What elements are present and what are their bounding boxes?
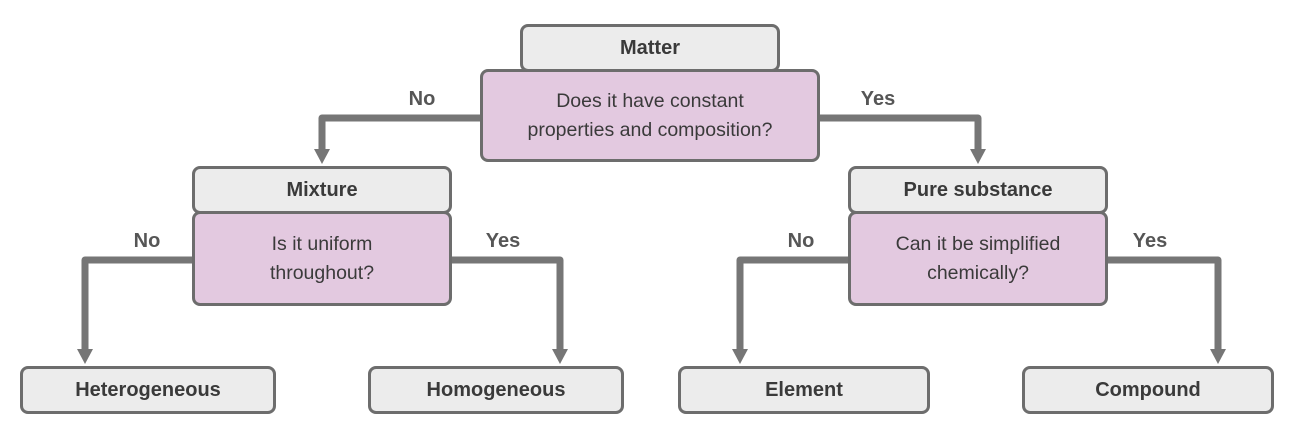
node-compound-label: Compound [1095,378,1201,401]
question-line: throughout? [269,261,375,284]
node-element: Element [678,366,930,414]
question-line: Does it have constant [556,90,744,113]
connector-no-to-mixture [314,114,480,164]
connector-no-to-heterogeneous [77,256,192,364]
branch-label-q1-yes: Yes [860,88,896,110]
node-element-label: Element [765,378,843,401]
node-homogeneous-label: Homogeneous [426,378,566,401]
question-line: chemically? [927,261,1029,284]
connector-yes-to-compound [1108,256,1226,364]
connector-yes-to-pure-substance [820,114,986,164]
question-text: Is it uniform throughout? [270,230,374,287]
node-mixture-label: Mixture [286,178,358,201]
question-text: Does it have constant properties and com… [528,87,773,144]
branch-label-q3-no: No [787,230,815,252]
node-matter: Matter [520,24,780,72]
question-text: Can it be simplified chemically? [896,230,1061,287]
connector-no-to-element [732,256,848,364]
connector-yes-to-homogeneous [452,256,568,364]
branch-label-q3-yes: Yes [1132,230,1168,252]
branch-label-q2-no: No [133,230,161,252]
node-compound: Compound [1022,366,1274,414]
node-pure-substance-label: Pure substance [903,178,1053,201]
node-pure-substance: Pure substance [848,166,1108,214]
question-line: Can it be simplified [895,233,1061,256]
question-constant-properties: Does it have constant properties and com… [480,69,820,162]
branch-label-q1-no: No [408,88,436,110]
node-mixture: Mixture [192,166,452,214]
node-heterogeneous-label: Heterogeneous [75,378,221,401]
question-simplified-chemically: Can it be simplified chemically? [848,211,1108,306]
node-matter-label: Matter [619,36,680,59]
question-line: Is it uniform [271,233,373,256]
node-homogeneous: Homogeneous [368,366,624,414]
node-heterogeneous: Heterogeneous [20,366,276,414]
question-line: properties and composition? [527,118,773,141]
question-uniform-throughout: Is it uniform throughout? [192,211,452,306]
branch-label-q2-yes: Yes [485,230,521,252]
